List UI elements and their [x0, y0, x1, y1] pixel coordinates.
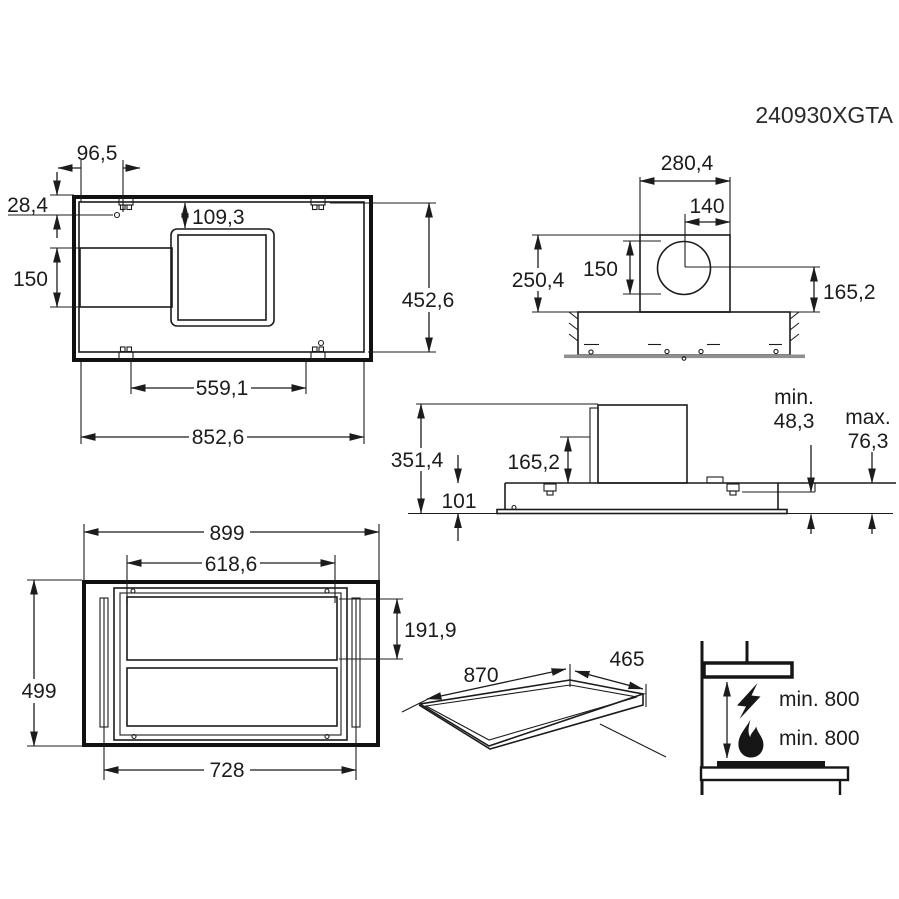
- dim-label-filter-height: 191,9: [404, 619, 457, 642]
- min-recess-label: min.: [774, 386, 814, 409]
- duct-outlet-circle: [656, 240, 712, 296]
- dim-label-total-height: 250,4: [512, 269, 565, 292]
- screw-hole: [113, 211, 121, 219]
- screw-hole: [317, 339, 325, 347]
- min-recess-value: 48,3: [774, 410, 815, 433]
- bottom-view-dimensions: 899 618,6 191,9 499 728: [16, 521, 457, 782]
- grease-filter-lower: [126, 667, 338, 727]
- dim-label-filter-width: 618,6: [205, 553, 258, 576]
- dim-label-panel-depth: 465: [609, 648, 644, 671]
- hood-tab: [706, 476, 724, 484]
- front-view-dimensions: 280,4 140 150 250,4 165,2: [509, 152, 876, 313]
- clearance-diagram: min. 800 min. 800: [699, 641, 860, 795]
- dim-label-duct-center: 140: [689, 195, 724, 218]
- dim-label-body-height: 101: [441, 490, 476, 513]
- top-view-outer-body: [72, 195, 373, 362]
- dim-label-outlet-height: 165,2: [507, 451, 560, 474]
- gas-flame-icon: [738, 719, 764, 758]
- bottom-panel-side: [496, 508, 788, 515]
- duct-flange: [170, 228, 275, 327]
- mounting-bracket: [310, 197, 326, 211]
- mounting-bracket: [310, 346, 326, 360]
- panel-perspective-view: 870 465: [401, 648, 667, 758]
- screw-hole: [511, 504, 517, 511]
- dim-label-width: 899: [209, 522, 244, 545]
- motor-housing: [79, 247, 173, 308]
- panel-screws: [130, 588, 330, 740]
- gas-clearance-label: min. 800: [779, 727, 860, 750]
- dim-label-bracket-offset: 96,5: [77, 142, 118, 165]
- max-recess-value: 76,3: [848, 430, 889, 453]
- model-number: 240930XGTA: [755, 102, 893, 128]
- dim-label-panel-length: 870: [463, 664, 498, 687]
- top-view: 96,5 28,4 109,3 150 452,6 559,1: [7, 142, 457, 449]
- dim-label-duct-width: 150: [13, 268, 48, 291]
- cooktop-symbol: [717, 761, 825, 767]
- dim-label-width: 852,6: [192, 426, 245, 449]
- max-recess-label: max.: [845, 406, 891, 429]
- dim-label-duct-box-width: 280,4: [661, 152, 714, 175]
- duct-spigot: [177, 234, 267, 321]
- dim-label-strip-span: 728: [209, 759, 244, 782]
- counter-symbol: [699, 766, 850, 782]
- top-view-inner-frame: [78, 201, 365, 353]
- ceiling-hatch: [568, 311, 800, 342]
- panel-dimensions: 870 465: [426, 648, 645, 700]
- duct-box-side: [597, 404, 688, 484]
- side-view: 351,4 165,2 101 min. 48,3 max. 76,3: [388, 386, 896, 541]
- dim-label-depth: 499: [21, 680, 56, 703]
- dim-label-outlet-height: 165,2: [823, 281, 876, 304]
- electric-hob-icon: [737, 683, 761, 719]
- dim-label-total-height: 351,4: [391, 449, 444, 472]
- dim-label-duct-diameter: 150: [583, 258, 618, 281]
- panel-outline: [417, 679, 647, 747]
- grease-filter-upper: [126, 596, 338, 661]
- side-view-dimensions: 351,4 165,2 101 min. 48,3 max. 76,3: [388, 386, 891, 541]
- bottom-panel-frame: [113, 587, 348, 741]
- electric-clearance-label: min. 800: [779, 688, 860, 711]
- bottom-view-outer-body: [82, 580, 380, 747]
- fixing-screws: [584, 343, 782, 361]
- dim-label-edge-offset: 28,4: [7, 194, 48, 217]
- hood-body: [577, 311, 791, 356]
- duct-flange-side: [589, 407, 599, 484]
- mounting-bracket: [118, 346, 134, 360]
- panel-thickness: [418, 694, 644, 750]
- top-view-dimensions: 96,5 28,4 109,3 150 452,6 559,1: [7, 142, 457, 449]
- dim-label-duct-offset: 109,3: [192, 206, 245, 229]
- hood-symbol: [702, 661, 794, 679]
- front-view: 280,4 140 150 250,4 165,2: [509, 152, 876, 361]
- mounting-bracket-side: [543, 483, 740, 496]
- dim-label-depth: 452,6: [402, 289, 455, 312]
- bottom-view: 899 618,6 191,9 499 728: [16, 521, 457, 782]
- dim-label-bracket-span: 559,1: [196, 377, 249, 400]
